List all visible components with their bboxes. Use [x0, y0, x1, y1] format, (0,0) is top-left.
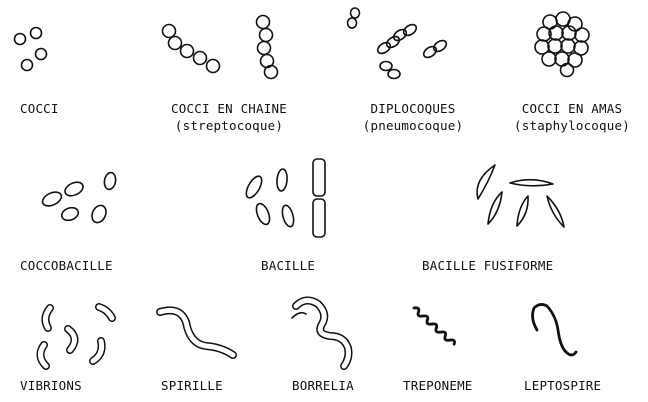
label-vibrions: VIBRIONS [20, 379, 82, 393]
bacillus-drawing [243, 159, 325, 237]
label-staphylocoque: (staphylocoque) [514, 119, 630, 133]
vibrios-drawing [40, 307, 112, 366]
label-leptospire: LEPTOSPIRE [524, 379, 601, 393]
cocci-cluster-drawing [535, 12, 589, 77]
label-diplocoques: DIPLOCOQUES [371, 102, 456, 116]
diplococci-drawing [348, 8, 449, 79]
label-spirille: SPIRILLE [161, 379, 223, 393]
treponema-drawing [412, 306, 455, 346]
leptospira-drawing [533, 304, 576, 355]
label-cocci-en-amas: COCCI EN AMAS [522, 102, 622, 116]
cocci-drawing [15, 28, 47, 71]
label-pneumocoque: (pneumocoque) [363, 119, 463, 133]
label-bacille: BACILLE [261, 259, 315, 273]
fusiform-bacillus-drawing [477, 165, 564, 227]
label-bacille-fusiforme: BACILLE FUSIFORME [422, 259, 553, 273]
label-streptocoque: (streptocoque) [175, 119, 283, 133]
label-cocci: COCCI [20, 102, 59, 116]
label-coccobacille: COCCOBACILLE [20, 259, 113, 273]
cocci-chain-drawing [163, 16, 278, 79]
coccobacillus-drawing [40, 172, 116, 225]
label-cocci-en-chaine: COCCI EN CHAINE [171, 102, 287, 116]
label-borrelia: BORRELIA [292, 379, 354, 393]
spirillum-drawing [160, 310, 233, 355]
borrelia-drawing [292, 300, 349, 366]
label-treponeme: TREPONEME [403, 379, 473, 393]
